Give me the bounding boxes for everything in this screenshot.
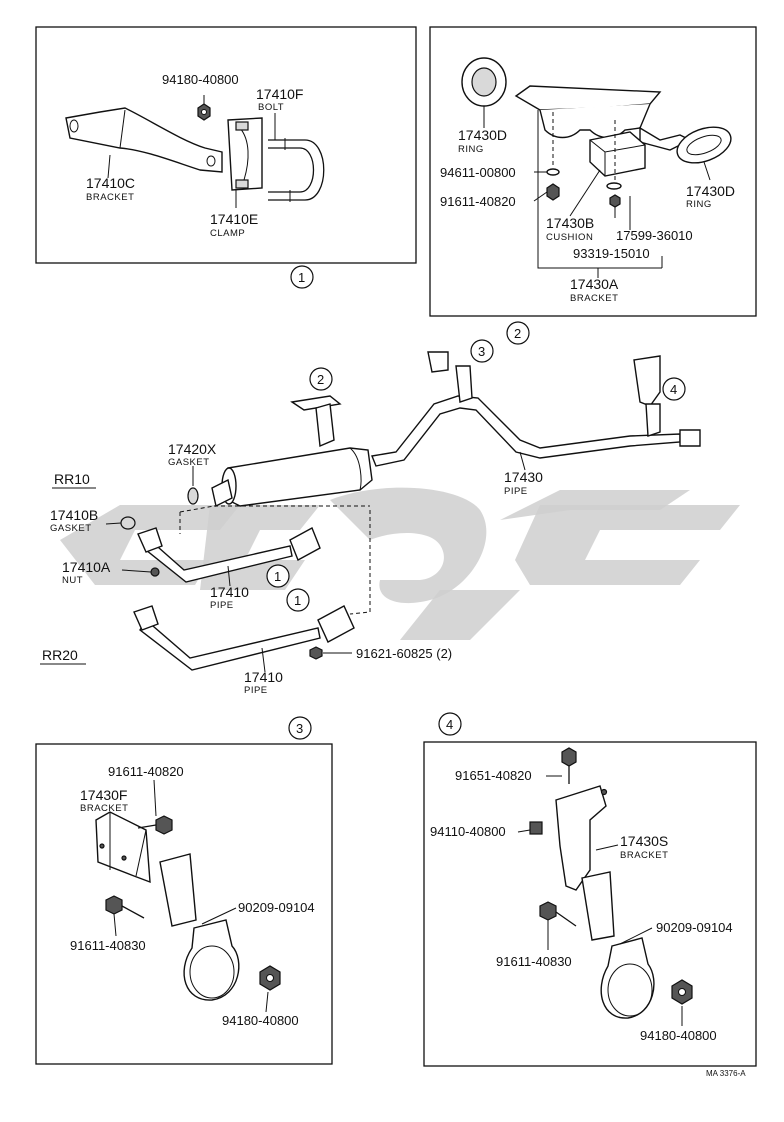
- label-ring-left: RING: [458, 144, 484, 155]
- label-ring-right: RING: [686, 199, 712, 210]
- bolt-91621-60825: [309, 646, 323, 660]
- bolt-93319-15010: [609, 194, 621, 208]
- marker-main-3: 3: [478, 344, 485, 359]
- marker-3: 3: [296, 721, 303, 736]
- label-17430: 17430: [504, 469, 543, 485]
- label-94110-40800: 94110-40800: [430, 824, 506, 839]
- svg-text:1: 1: [298, 270, 305, 285]
- drawing-code: MA 3376-A: [706, 1069, 746, 1078]
- label-gasket-17410b: GASKET: [50, 523, 92, 534]
- label-94611-00800: 94611-00800: [440, 165, 516, 180]
- label-gasket-17420x: GASKET: [168, 457, 210, 468]
- label-pipe-rr10: PIPE: [210, 600, 234, 611]
- marker-main-1a: 1: [274, 569, 281, 584]
- pipe-17410-rr20: [139, 618, 321, 671]
- label-17599-36010: 17599-36010: [616, 228, 693, 243]
- bolt-91611-40820: [546, 183, 560, 201]
- hanger-3: [427, 351, 449, 373]
- washer-94611-00800: [546, 168, 560, 176]
- label-pipe-17430: PIPE: [504, 486, 528, 497]
- panel-3: 3 91611-40820 17430F BRACKET 90209-09104…: [35, 716, 333, 1065]
- label-17410b: 17410B: [50, 507, 98, 523]
- label-17410f: 17410F: [256, 86, 303, 102]
- panel-2: 17430D RING 94611-00800 91611-40820 1743…: [429, 26, 757, 317]
- nut-17410a: [150, 567, 160, 577]
- panel-1: 94180-40800 17410F BOLT 17410C BRACKET 1…: [35, 26, 417, 289]
- label-17430d-left: 17430D: [458, 127, 507, 143]
- label-nut: NUT: [62, 575, 83, 586]
- bolt-91611-40830-p3: [105, 895, 123, 915]
- label-17410-rr10: 17410: [210, 584, 249, 600]
- label-17420x: 17420X: [168, 441, 217, 457]
- label-91621-60825: 91621-60825 (2): [356, 646, 452, 661]
- nut-94110-40800-p4: [529, 821, 543, 835]
- label-cushion: CUSHION: [546, 232, 593, 243]
- clamp-3: [183, 919, 240, 1001]
- hanger-4: [633, 355, 661, 407]
- marker-main-4: 4: [670, 382, 677, 397]
- label-91611-40830-p4: 91611-40830: [496, 954, 572, 969]
- hanger-rubber-3: [159, 853, 197, 927]
- bolt-91611-40830-p4: [539, 901, 557, 921]
- main-assembly: RR10 RR20 17420X GASKET 17430 PIPE 17410…: [40, 321, 701, 696]
- label-94180-40800-p4: 94180-40800: [640, 1028, 717, 1043]
- gasket-17410b: [120, 516, 136, 530]
- label-17430d-right: 17430D: [686, 183, 735, 199]
- gasket-17420x: [187, 487, 199, 505]
- marker-4: 4: [446, 717, 453, 732]
- label-17430a: 17430A: [570, 276, 619, 292]
- label-pipe-rr20: PIPE: [244, 685, 268, 696]
- marker-main-2b: 2: [514, 326, 521, 341]
- label-94180-40800: 94180-40800: [162, 72, 239, 87]
- washer-17599-36010: [606, 182, 622, 190]
- label-90209-09104-p3: 90209-09104: [238, 900, 315, 915]
- clamp-4: [600, 937, 655, 1019]
- label-bracket-17430f: BRACKET: [80, 803, 128, 814]
- label-91611-40830-p3: 91611-40830: [70, 938, 146, 953]
- label-clamp: CLAMP: [210, 228, 245, 239]
- marker-main-1b: 1: [294, 593, 301, 608]
- label-bracket-17430s: BRACKET: [620, 850, 668, 861]
- label-93319-15010: 93319-15010: [573, 246, 650, 261]
- label-bracket: BRACKET: [86, 192, 134, 203]
- label-17430b: 17430B: [546, 215, 594, 231]
- u-bolt-17410f: [268, 139, 325, 201]
- pipe-17430: [371, 395, 681, 467]
- label-91651-40820: 91651-40820: [455, 768, 532, 783]
- variant-rr20: RR20: [42, 647, 78, 663]
- label-91611-40820: 91611-40820: [440, 194, 516, 209]
- label-90209-09104-p4: 90209-09104: [656, 920, 733, 935]
- label-94180-40800-p3: 94180-40800: [222, 1013, 299, 1028]
- hanger-rubber-4: [581, 871, 615, 941]
- variant-rr10: RR10: [54, 471, 90, 487]
- cushion-17430b: [589, 131, 646, 177]
- marker-1: [290, 265, 314, 289]
- label-17430f: 17430F: [80, 787, 127, 803]
- label-91611-40820-p3: 91611-40820: [108, 764, 184, 779]
- bolt-91651-40820-p4: [561, 747, 577, 767]
- label-17410a: 17410A: [62, 559, 111, 575]
- label-bracket-17430a: BRACKET: [570, 293, 618, 304]
- bracket-17410c: [65, 107, 223, 173]
- bolt-91611-40820-p3: [155, 815, 173, 835]
- marker-main-2a: 2: [317, 372, 324, 387]
- hanger-2-muffler: [290, 395, 342, 411]
- clamp-17410e: [227, 117, 263, 191]
- watermark: [60, 487, 740, 640]
- label-bolt: BOLT: [258, 102, 284, 113]
- label-17430s: 17430S: [620, 833, 668, 849]
- label-17410c: 17410C: [86, 175, 135, 191]
- label-17410-rr20: 17410: [244, 669, 283, 685]
- label-17410e: 17410E: [210, 211, 258, 227]
- panel-4: 4 91651-40820 94110-40800 17430S BRACKET…: [423, 712, 757, 1067]
